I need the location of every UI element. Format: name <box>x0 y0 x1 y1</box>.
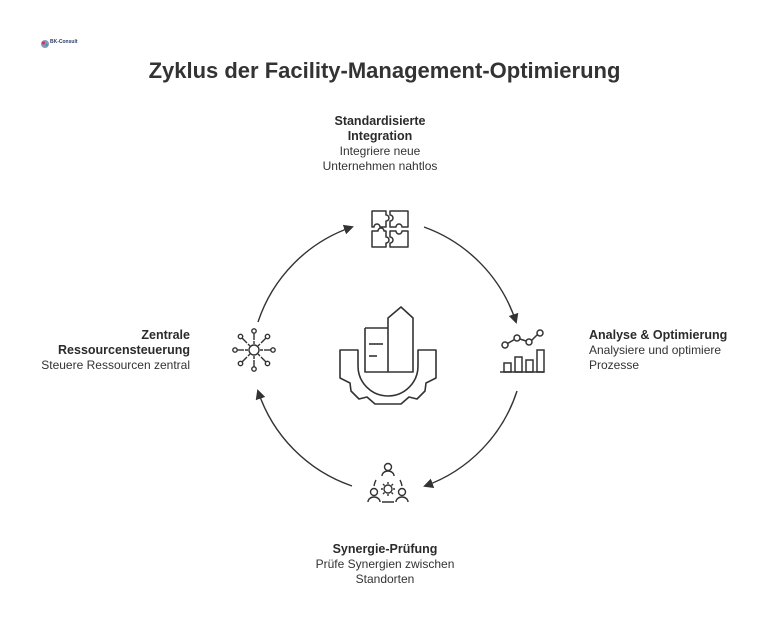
step-synergie-pruefung: Synergie-Prüfung Prüfe Synergien zwische… <box>300 542 470 587</box>
team-gear-icon <box>367 462 409 503</box>
step-title-line: Analyse & Optimierung <box>589 328 728 342</box>
arrow-left-to-top <box>257 224 354 323</box>
step-description-line: Steuere Ressourcen zentral <box>41 358 190 372</box>
step-standardisierte-integration: Standardisierte Integration Integriere n… <box>300 114 460 174</box>
step-title-line: Standardisierte <box>334 114 426 128</box>
step-description-line: Prüfe Synergien zwischen <box>315 557 455 571</box>
step-description-line: Prozesse <box>589 358 640 372</box>
network-gear-icon <box>232 328 276 372</box>
diagram-title: Zyklus der Facility-Management-Optimieru… <box>148 58 621 83</box>
step-title-line: Integration <box>347 129 413 143</box>
arrow-right-to-bottom <box>423 390 518 488</box>
puzzle-icon <box>371 210 409 248</box>
step-zentrale-ressourcensteuerung: Zentrale Ressourcensteuerung Steuere Res… <box>20 328 190 373</box>
logo-text: BK-Consult <box>50 39 78 45</box>
arrow-bottom-to-left <box>255 389 353 487</box>
step-description-line: Integriere neue <box>339 144 421 158</box>
step-title-line: Synergie-Prüfung <box>332 542 438 556</box>
step-analyse-optimierung: Analyse & Optimierung Analysiere und opt… <box>589 328 759 373</box>
building-gear-icon <box>339 306 437 405</box>
step-description-line: Standorten <box>355 572 415 586</box>
step-description-line: Analysiere und optimiere <box>589 343 722 357</box>
step-description-line: Unternehmen nahtlos <box>322 159 438 173</box>
step-title-line: Ressourcensteuerung <box>58 343 190 357</box>
arrow-top-to-right <box>423 226 519 324</box>
company-logo <box>41 40 49 48</box>
bar-chart-trend-icon <box>500 329 545 373</box>
step-title-line: Zentrale <box>141 328 190 342</box>
